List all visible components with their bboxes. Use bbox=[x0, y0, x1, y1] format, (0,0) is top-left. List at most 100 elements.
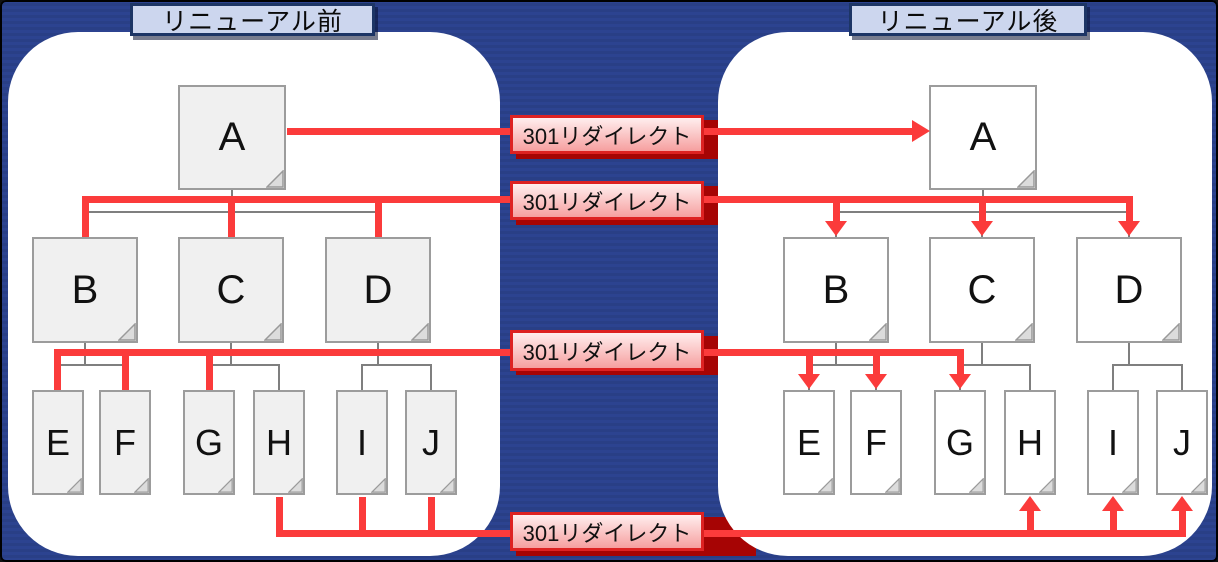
folded-corner-icon bbox=[440, 478, 455, 493]
page-node: G bbox=[934, 390, 986, 495]
page-node: C bbox=[929, 237, 1035, 343]
connector-line bbox=[1112, 364, 1183, 366]
connector-line bbox=[361, 364, 432, 366]
connector-line bbox=[981, 343, 983, 365]
connector-line bbox=[808, 364, 877, 366]
connector-line bbox=[1128, 343, 1130, 365]
redirect-arrow-line bbox=[276, 530, 1185, 537]
page-letter: F bbox=[865, 421, 887, 463]
redirect-arrow-line bbox=[957, 349, 964, 375]
page-node: I bbox=[336, 390, 388, 495]
label-before-renewal: リニューアル前 bbox=[130, 3, 375, 36]
redirect-arrow-line bbox=[1110, 510, 1117, 537]
folded-corner-icon bbox=[1017, 170, 1035, 188]
folded-corner-icon bbox=[885, 478, 900, 493]
folded-corner-icon bbox=[1191, 478, 1206, 493]
redirect-301-box: 301リダイレクト bbox=[510, 115, 704, 154]
redirect-arrow-line bbox=[82, 196, 89, 237]
redirect-arrow-line bbox=[873, 349, 880, 375]
connector-line bbox=[278, 364, 280, 390]
connector-line bbox=[430, 364, 432, 390]
page-node: A bbox=[929, 85, 1037, 190]
page-node: A bbox=[178, 85, 286, 190]
page-letter: A bbox=[969, 115, 997, 159]
arrowhead-down-icon bbox=[971, 221, 993, 236]
page-node: G bbox=[183, 390, 235, 495]
redirect-arrow-line bbox=[375, 196, 382, 237]
label-after-renewal: リニューアル後 bbox=[849, 3, 1087, 36]
page-node: J bbox=[1156, 390, 1208, 495]
page-letter: H bbox=[1017, 421, 1043, 463]
redirect-arrow-line bbox=[428, 497, 435, 537]
arrowhead-right-icon bbox=[912, 120, 930, 142]
page-letter: H bbox=[266, 421, 292, 463]
folded-corner-icon bbox=[1122, 478, 1137, 493]
page-node: I bbox=[1087, 390, 1139, 495]
page-letter: E bbox=[45, 421, 70, 463]
page-node: B bbox=[32, 237, 138, 343]
page-letter: I bbox=[1107, 421, 1118, 463]
arrowhead-down-icon bbox=[825, 221, 847, 236]
label-after-text: リニューアル後 bbox=[877, 7, 1059, 36]
connector-line bbox=[361, 364, 363, 390]
folded-corner-icon bbox=[218, 478, 233, 493]
folded-corner-icon bbox=[818, 478, 833, 493]
page-node: D bbox=[325, 237, 431, 343]
folded-corner-icon bbox=[118, 323, 136, 341]
redirect-arrow-line bbox=[54, 349, 61, 390]
arrowhead-up-icon bbox=[1102, 496, 1124, 511]
page-letter: B bbox=[822, 267, 850, 312]
page-letter: B bbox=[71, 267, 99, 312]
redirect-arrow-line bbox=[1027, 510, 1034, 537]
redirect-arrow-line bbox=[206, 349, 213, 390]
page-letter: E bbox=[796, 421, 821, 463]
redirect-arrow-line bbox=[806, 349, 813, 375]
page-node: C bbox=[178, 237, 284, 343]
redirect-arrow-line bbox=[979, 196, 986, 222]
page-node: D bbox=[1076, 237, 1182, 343]
folded-corner-icon bbox=[288, 478, 303, 493]
page-letter: D bbox=[1114, 267, 1144, 312]
page-node: F bbox=[850, 390, 902, 495]
page-letter: I bbox=[356, 421, 367, 463]
redirect-301-text: 301リダイレクト bbox=[522, 189, 692, 215]
page-letter: C bbox=[967, 267, 997, 312]
connector-line bbox=[959, 364, 1031, 366]
page-node: E bbox=[783, 390, 835, 495]
page-node: F bbox=[99, 390, 151, 495]
connector-line bbox=[1112, 364, 1114, 390]
connector-line bbox=[1029, 364, 1031, 390]
redirect-301-text: 301リダイレクト bbox=[522, 520, 692, 546]
page-letter: A bbox=[218, 115, 246, 159]
folded-corner-icon bbox=[969, 478, 984, 493]
folded-corner-icon bbox=[1015, 323, 1033, 341]
page-node: J bbox=[405, 390, 457, 495]
connector-line bbox=[208, 364, 280, 366]
connector-line bbox=[1181, 364, 1183, 390]
folded-corner-icon bbox=[411, 323, 429, 341]
page-letter: D bbox=[363, 267, 393, 312]
folded-corner-icon bbox=[1039, 478, 1054, 493]
page-letter: J bbox=[422, 421, 440, 463]
folded-corner-icon bbox=[1162, 323, 1180, 341]
folded-corner-icon bbox=[134, 478, 149, 493]
folded-corner-icon bbox=[264, 323, 282, 341]
redirect-301-box: 301リダイレクト bbox=[510, 330, 704, 371]
redirect-arrow-line bbox=[122, 349, 129, 390]
folded-corner-icon bbox=[869, 323, 887, 341]
page-letter: G bbox=[945, 421, 974, 463]
page-node: E bbox=[32, 390, 84, 495]
page-node: H bbox=[253, 390, 305, 495]
label-before-text: リニューアル前 bbox=[162, 7, 343, 36]
page-node: H bbox=[1004, 390, 1056, 495]
redirect-301-box: 301リダイレクト bbox=[510, 512, 704, 551]
arrowhead-up-icon bbox=[1171, 496, 1193, 511]
arrowhead-down-icon bbox=[949, 374, 971, 389]
folded-corner-icon bbox=[67, 478, 82, 493]
arrowhead-down-icon bbox=[798, 374, 820, 389]
arrowhead-down-icon bbox=[865, 374, 887, 389]
redirect-arrow-line bbox=[1179, 510, 1186, 537]
page-letter: J bbox=[1173, 421, 1191, 463]
redirect-arrow-line bbox=[833, 196, 840, 222]
